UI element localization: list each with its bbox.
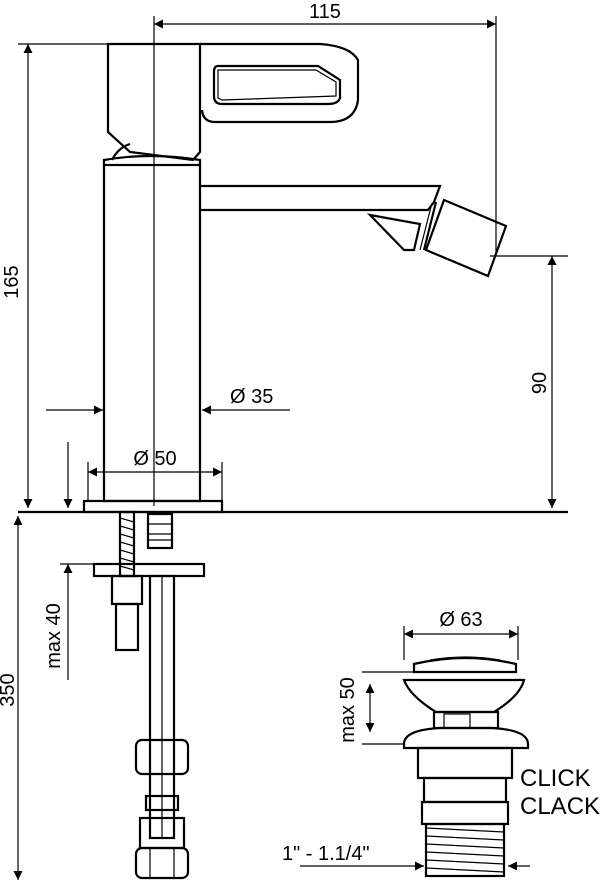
dimension-drain-thread: 1" - 1.1/4": [282, 843, 530, 871]
tap-body: [82, 142, 224, 514]
dim-drain-max-label: max 50: [337, 677, 359, 743]
dim-base-diameter-label: Ø 50: [133, 448, 176, 470]
dimension-max-thickness: max 40: [43, 563, 112, 680]
dimension-spout-height: 90: [490, 255, 568, 508]
tap-handle: [106, 42, 360, 162]
dimension-height: 165: [1, 43, 108, 508]
tap-spout: [200, 184, 508, 278]
dimension-drain-diameter: Ø 63: [403, 609, 519, 660]
click-clack-drain: [402, 656, 530, 878]
dim-drain-diameter-label: Ø 63: [439, 609, 482, 631]
dim-spout-height-label: 90: [529, 372, 551, 394]
mounting-assembly: [92, 510, 206, 880]
dimension-width: 115: [154, 1, 497, 256]
dim-max-thickness-label: max 40: [43, 603, 65, 669]
dimension-mount-depth: 350: [0, 516, 23, 880]
dim-width-label: 115: [309, 1, 341, 23]
dim-body-diameter-label: Ø 35: [230, 386, 273, 408]
dimension-drain-max: max 50: [337, 671, 414, 745]
dim-height-label: 165: [1, 265, 23, 298]
dim-mount-depth-label: 350: [0, 673, 19, 706]
dimension-base-diameter: Ø 50: [87, 448, 223, 500]
dim-drain-thread-label: 1" - 1.1/4": [282, 843, 370, 865]
drain-type-label-line1: CLICK: [520, 765, 591, 792]
drain-type-label-line2: CLACK: [520, 793, 600, 820]
dimension-body-diameter: Ø 35: [46, 386, 290, 415]
